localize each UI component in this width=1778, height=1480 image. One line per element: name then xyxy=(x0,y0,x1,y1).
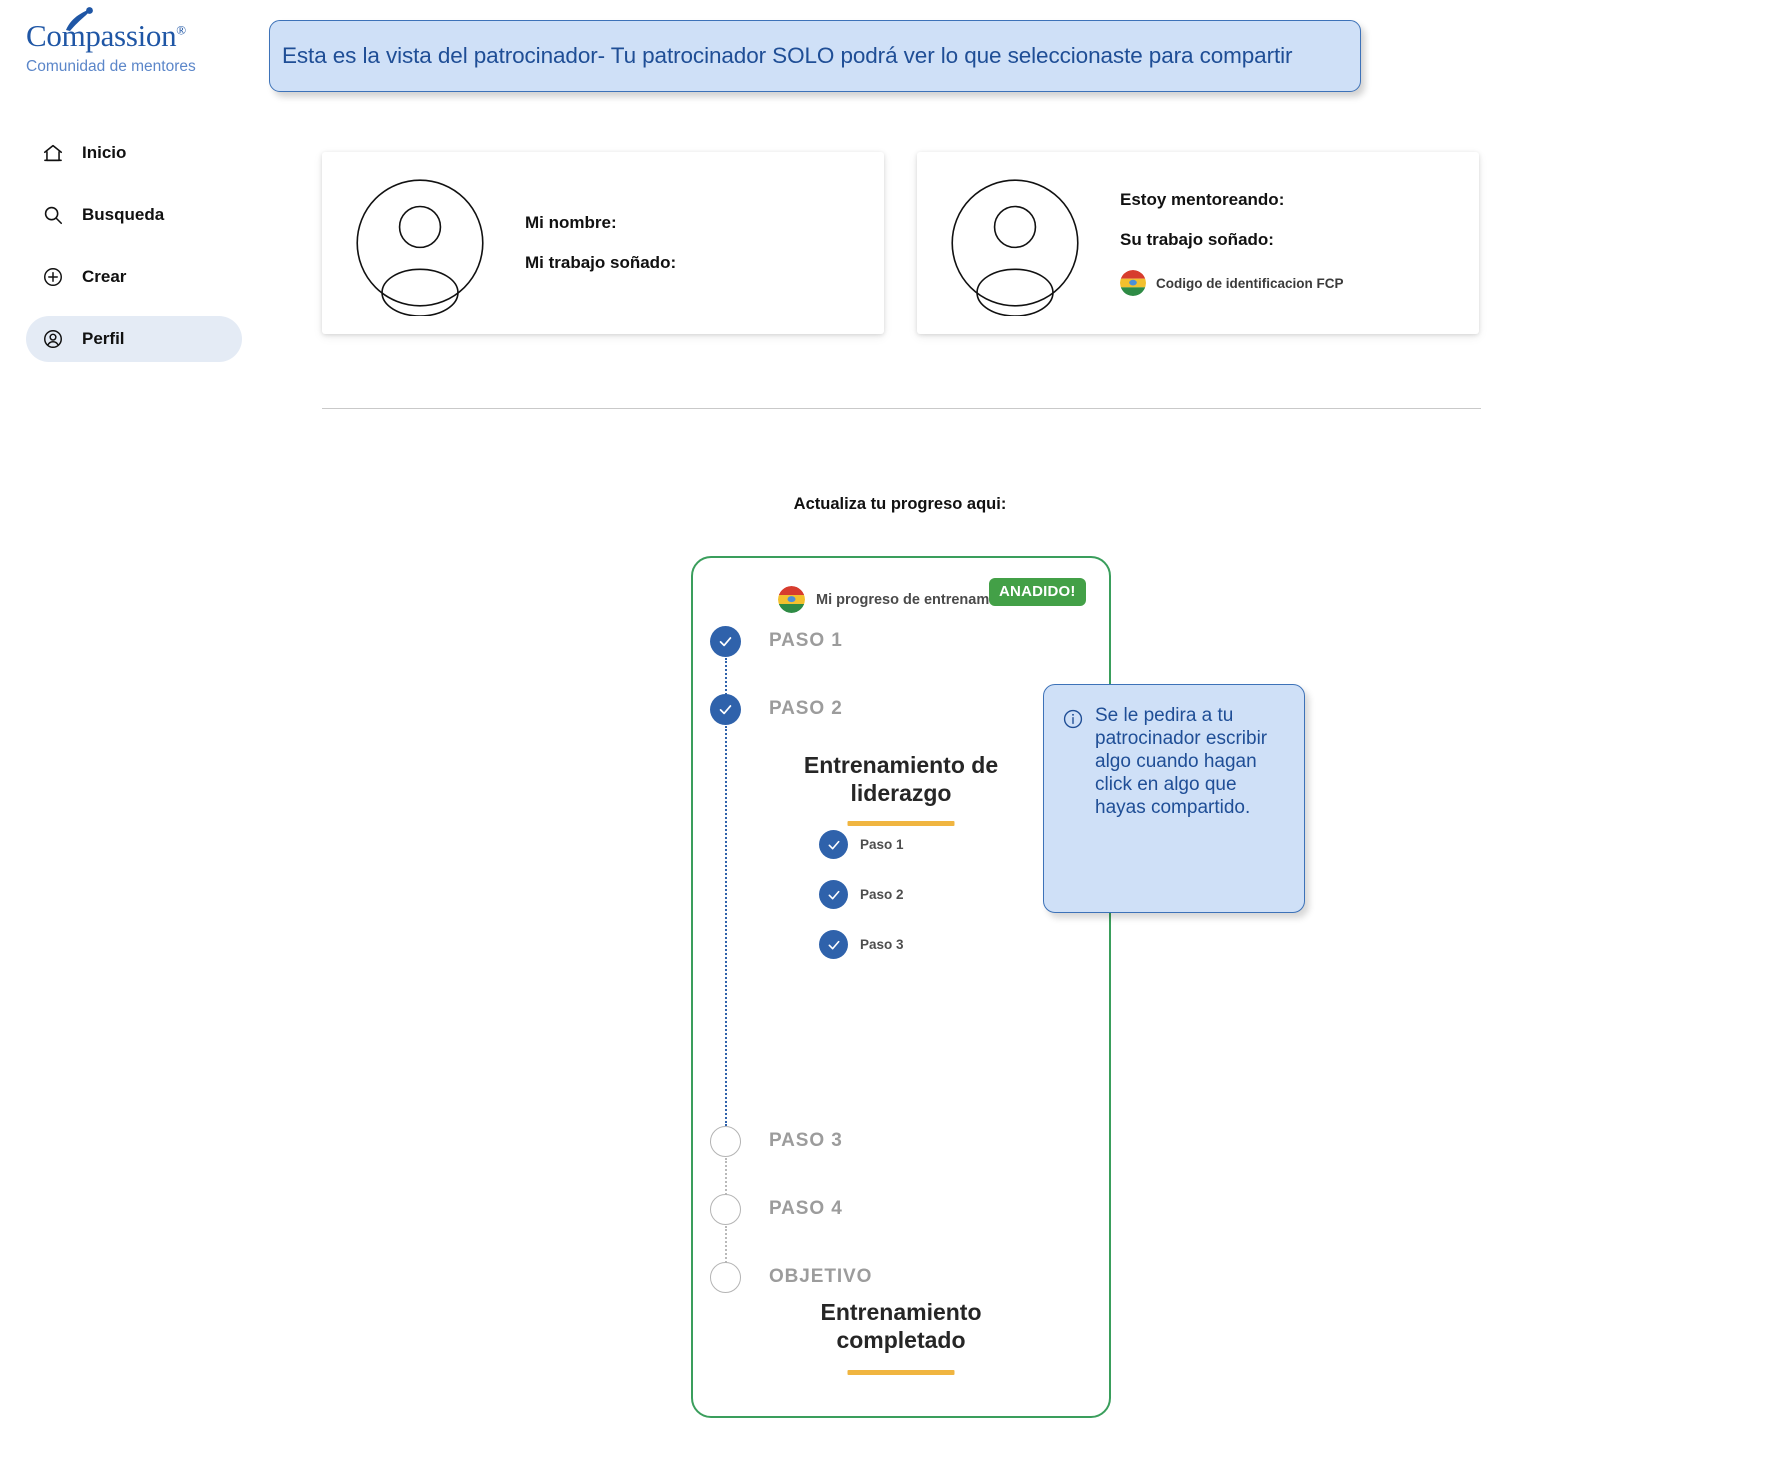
completed-title-line2: completado xyxy=(836,1327,966,1354)
sponsor-info-tooltip: Se le pedira a tu patrocinador escribir … xyxy=(1043,684,1305,913)
section-divider xyxy=(322,408,1481,409)
brand-name: Compassion® xyxy=(26,20,196,51)
info-icon xyxy=(1063,709,1083,729)
sidebar-nav: Inicio Busqueda Crear Perfil xyxy=(26,130,242,378)
sidebar-item-label: Crear xyxy=(82,267,127,286)
sub-step-status-icon xyxy=(819,930,848,959)
check-icon xyxy=(828,840,839,849)
sidebar-item-crear[interactable]: Crear xyxy=(26,254,242,300)
my-name-label: Mi nombre: xyxy=(525,213,617,232)
step-connector xyxy=(725,658,727,718)
sub-step-row[interactable]: Paso 1 xyxy=(819,830,904,859)
progress-card-header: Mi progreso de entrenam xyxy=(778,586,989,613)
sidebar-item-label: Busqueda xyxy=(82,205,165,224)
step-label: PASO 4 xyxy=(769,1198,843,1219)
sub-step-label: Paso 1 xyxy=(860,837,904,852)
fcp-code-row[interactable]: Codigo de identificacion FCP xyxy=(1120,270,1344,296)
training-title-line2: liderazgo xyxy=(850,780,952,807)
my-dream-job-label: Mi trabajo soñado: xyxy=(525,253,677,272)
step-status-icon xyxy=(710,1193,741,1225)
added-badge: ANADIDO! xyxy=(989,578,1086,606)
sub-step-label: Paso 3 xyxy=(860,937,904,952)
step-connector xyxy=(725,726,727,1126)
completed-title-line1: Entrenamiento xyxy=(820,1299,982,1325)
training-progress-card: Mi progreso de entrenam PASO 1 PASO 2 En… xyxy=(691,556,1111,1418)
my-profile-card: Mi nombre: Mi trabajo soñado: xyxy=(322,152,884,334)
home-icon xyxy=(43,144,63,162)
sponsor-view-banner: Esta es la vista del patrocinador- Tu pa… xyxy=(269,20,1361,92)
brand-registered-mark: ® xyxy=(176,22,186,38)
training-title-rule xyxy=(847,821,955,826)
user-avatar-icon xyxy=(951,179,1079,316)
step-label: OBJETIVO xyxy=(769,1266,873,1287)
step-status-icon xyxy=(710,1261,741,1293)
step-row[interactable]: PASO 1 xyxy=(693,624,1113,658)
progress-heading-text: Actualiza tu progreso aqui: xyxy=(793,495,1007,513)
sub-step-row[interactable]: Paso 2 xyxy=(819,880,904,909)
step-status-icon xyxy=(710,1125,741,1157)
plus-circle-icon xyxy=(44,268,62,286)
completed-block-title: Entrenamiento completado xyxy=(693,1298,1109,1354)
step-row[interactable]: PASO 2 xyxy=(693,692,1113,726)
bolivia-flag-icon xyxy=(1120,270,1146,296)
sidebar-item-perfil[interactable]: Perfil xyxy=(26,316,242,362)
step-status-icon xyxy=(710,625,741,657)
completed-title-rule xyxy=(847,1370,955,1375)
check-icon xyxy=(719,636,732,646)
check-icon xyxy=(828,890,839,899)
sidebar-item-label: Perfil xyxy=(82,329,125,348)
brand-name-text: Compassion xyxy=(26,18,177,53)
step-row[interactable]: PASO 4 xyxy=(693,1192,1113,1226)
brand-subtitle: Comunidad de mentores xyxy=(26,58,196,75)
check-icon xyxy=(828,940,839,949)
tooltip-text: Se le pedira a tu patrocinador escribir … xyxy=(1095,705,1268,818)
compassion-swoosh-icon xyxy=(66,7,93,31)
check-icon xyxy=(719,704,732,714)
fcp-code-label: Codigo de identificacion FCP xyxy=(1156,275,1344,291)
mentee-dream-job-label: Su trabajo soñado: xyxy=(1120,230,1274,249)
sidebar-item-label: Inicio xyxy=(82,143,127,162)
step-label: PASO 3 xyxy=(769,1130,843,1151)
training-title-line1: Entrenamiento de xyxy=(803,752,999,778)
mentoring-label: Estoy mentoreando: xyxy=(1120,190,1285,209)
progress-card-title: Mi progreso de entrenam xyxy=(816,591,990,608)
bolivia-flag-icon xyxy=(778,586,805,613)
brand-logo: Compassion® Comunidad de mentores xyxy=(26,7,196,76)
mentee-profile-card: Estoy mentoreando: Su trabajo soñado: Co… xyxy=(917,152,1479,334)
sidebar-item-busqueda[interactable]: Busqueda xyxy=(26,192,242,238)
user-avatar-icon xyxy=(356,179,484,316)
sidebar: Compassion® Comunidad de mentores Inicio… xyxy=(0,0,266,1480)
user-circle-icon xyxy=(44,330,62,348)
step-status-icon xyxy=(710,693,741,725)
progress-heading: Actualiza tu progreso aqui: xyxy=(0,495,1778,514)
step-label: PASO 2 xyxy=(769,698,843,719)
sub-step-row[interactable]: Paso 3 xyxy=(819,930,904,959)
step-connector xyxy=(725,1226,727,1286)
training-block-title: Entrenamiento de liderazgo xyxy=(693,751,1109,807)
sub-step-label: Paso 2 xyxy=(860,887,904,902)
sidebar-item-inicio[interactable]: Inicio xyxy=(26,130,242,176)
step-connector xyxy=(725,1158,727,1218)
sub-step-status-icon xyxy=(819,880,848,909)
step-row[interactable]: PASO 3 xyxy=(693,1124,1113,1158)
step-label: PASO 1 xyxy=(769,630,843,651)
banner-text: Esta es la vista del patrocinador- Tu pa… xyxy=(282,43,1293,68)
step-row[interactable]: OBJETIVO xyxy=(693,1260,1113,1294)
search-icon xyxy=(44,206,63,225)
sub-step-status-icon xyxy=(819,830,848,859)
